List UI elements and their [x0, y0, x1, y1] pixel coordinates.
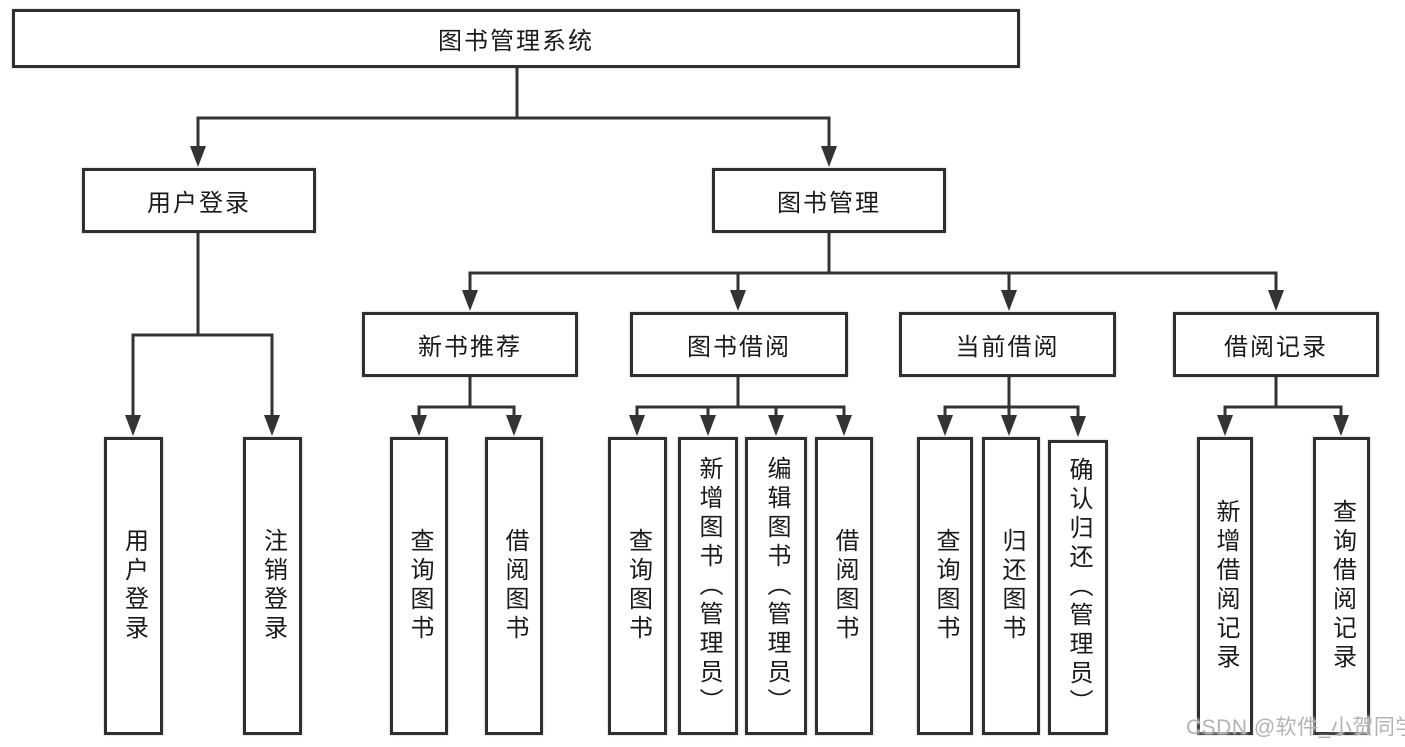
node-new-books-label: 新书推荐 [418, 334, 522, 361]
node-book-mgmt-label: 图书管理 [777, 190, 881, 217]
node-book-borrow: 图书借阅 [630, 312, 848, 377]
arrowhead-borrow-records [1268, 290, 1284, 311]
node-root-system: 图书管理系统 [12, 9, 1020, 68]
arrowhead-leaf-borrow-1 [506, 415, 522, 436]
arrowhead-leaf-borrow-2 [836, 415, 852, 436]
leaf-query-books-new: 查询图书 [390, 437, 448, 735]
arrowhead-leaf-login [125, 415, 141, 436]
leaf-query-books-new-label: 查询图书 [406, 528, 433, 644]
arrowhead-book-mgmt [821, 146, 837, 167]
leaf-query-books-current-label: 查询图书 [932, 528, 959, 644]
csdn-watermark: CSDN @软件_小贺同学 [1186, 716, 1405, 739]
leaf-borrow-books-new-label: 借阅图书 [501, 528, 528, 644]
arrowhead-leaf-edit-books [768, 415, 784, 436]
leaf-query-books-borrow-label: 查询图书 [624, 528, 652, 644]
leaf-add-borrow-record-label: 新增借阅记录 [1212, 499, 1239, 673]
leaf-logout: 注销登录 [243, 437, 302, 735]
arrowhead-leaf-query-3 [937, 415, 953, 436]
connector-level3-tee [468, 271, 1278, 294]
leaf-user-login-label: 用户登录 [120, 528, 148, 644]
arrowhead-new-books [462, 290, 478, 311]
leaf-confirm-return-admin: 确认归还（管理员） [1048, 440, 1108, 735]
arrowhead-leaf-logout [264, 415, 280, 436]
node-root-label: 图书管理系统 [438, 28, 594, 55]
node-new-books: 新书推荐 [362, 312, 578, 377]
arrowhead-current-borrow [1001, 290, 1017, 311]
arrowhead-leaf-add-books [700, 415, 716, 436]
arrowhead-leaf-query-2 [629, 415, 645, 436]
connector-borrow-records-tee [1223, 405, 1343, 419]
connector-current-borrow-tee [943, 405, 1080, 419]
leaf-query-borrow-record-label: 查询借阅记录 [1328, 499, 1356, 673]
arrowhead-leaf-return [1001, 415, 1017, 436]
leaf-logout-label: 注销登录 [259, 528, 287, 644]
leaf-query-books-current: 查询图书 [917, 437, 973, 735]
leaf-return-books: 归还图书 [982, 437, 1040, 735]
node-user-login: 用户登录 [82, 168, 316, 233]
node-borrow-records: 借阅记录 [1173, 312, 1379, 377]
node-current-borrow: 当前借阅 [899, 312, 1116, 377]
arrowhead-user-login [190, 146, 206, 167]
node-borrow-records-label: 借阅记录 [1224, 334, 1328, 361]
arrowhead-leaf-confirm-return [1070, 416, 1086, 437]
leaf-borrow-books-new: 借阅图书 [485, 437, 543, 735]
leaf-edit-books-admin-label: 编辑图书（管理员） [763, 455, 790, 717]
connector-user-login-tee [131, 333, 274, 418]
arrowhead-leaf-query-1 [411, 415, 427, 436]
node-book-mgmt: 图书管理 [712, 168, 946, 233]
leaf-query-books-borrow: 查询图书 [608, 437, 667, 735]
node-user-login-label: 用户登录 [147, 190, 251, 217]
leaf-edit-books-admin: 编辑图书（管理员） [745, 437, 807, 735]
leaf-add-borrow-record: 新增借阅记录 [1197, 437, 1253, 735]
leaf-return-books-label: 归还图书 [998, 528, 1025, 644]
leaf-confirm-return-admin-label: 确认归还（管理员） [1065, 457, 1092, 718]
node-current-borrow-label: 当前借阅 [955, 334, 1060, 361]
connector-book-borrow-tee [635, 405, 846, 419]
node-book-borrow-label: 图书借阅 [687, 334, 791, 361]
leaf-user-login: 用户登录 [104, 437, 163, 735]
arrowhead-book-borrow [730, 290, 746, 311]
leaf-borrow-books: 借阅图书 [815, 437, 873, 735]
connector-level2-tee [196, 116, 831, 150]
arrowhead-leaf-query-record [1333, 415, 1349, 436]
arrowhead-leaf-add-record [1217, 415, 1233, 436]
leaf-add-books-admin-label: 新增图书（管理员） [695, 455, 722, 717]
leaf-borrow-books-label: 借阅图书 [831, 528, 858, 644]
leaf-query-borrow-record: 查询借阅记录 [1313, 437, 1370, 735]
leaf-add-books-admin: 新增图书（管理员） [678, 437, 738, 735]
connector-new-books-tee [417, 405, 516, 419]
